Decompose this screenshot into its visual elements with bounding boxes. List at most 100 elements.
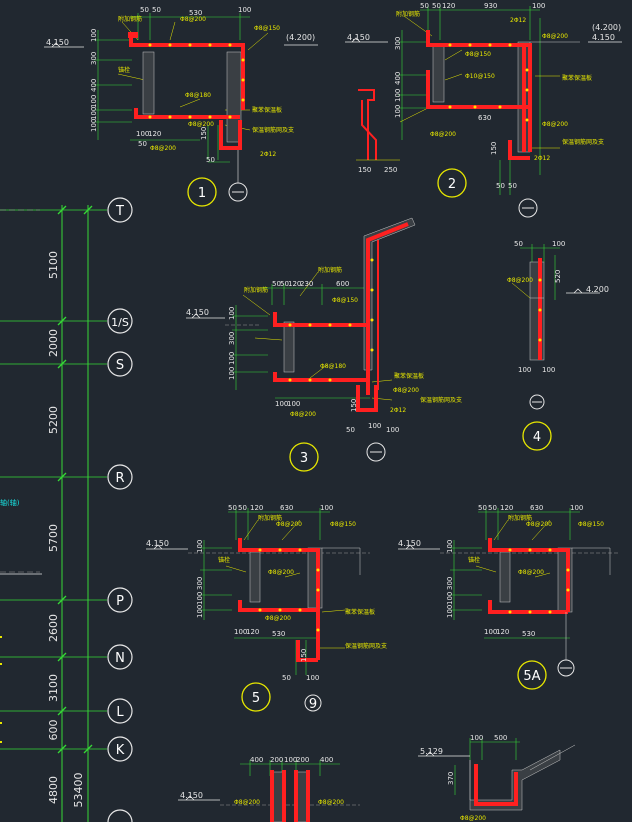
svg-text:100: 100 (90, 107, 98, 120)
svg-text:4.150: 4.150 (398, 539, 421, 548)
spacing-3: 5200 (47, 406, 60, 434)
svg-text:400: 400 (320, 756, 333, 764)
svg-text:370: 370 (447, 772, 455, 785)
svg-text:100: 100 (386, 426, 399, 434)
svg-text:230: 230 (300, 280, 313, 288)
svg-text:530: 530 (272, 630, 285, 638)
axis-bubble-n (107, 644, 133, 670)
axis-bubble-l (107, 698, 133, 724)
svg-text:120: 120 (288, 280, 301, 288)
svg-text:120: 120 (246, 628, 259, 636)
svg-text:100: 100 (446, 592, 454, 605)
svg-text:300: 300 (90, 52, 98, 65)
svg-text:聚苯保温板: 聚苯保温板 (562, 74, 592, 82)
svg-text:100: 100 (228, 352, 236, 365)
svg-text:100: 100 (228, 307, 236, 320)
svg-text:Φ8@200: Φ8@200 (268, 569, 294, 576)
section-3: 4.150 50 50 120 230 600 100 300 100 100 (186, 217, 462, 472)
section-bubble-5a (517, 660, 547, 690)
spacing-7: 600 (47, 720, 60, 741)
svg-text:100: 100 (532, 2, 545, 10)
svg-text:500: 500 (494, 734, 507, 742)
svg-text:4.150: 4.150 (592, 33, 615, 42)
svg-text:100: 100 (470, 734, 483, 742)
svg-text:50: 50 (138, 140, 147, 148)
svg-text:保温钢筋网及支: 保温钢筋网及支 (562, 138, 604, 146)
section-5a: 4.150 50 50 120 630 100 100 300 100 100 … (398, 504, 620, 690)
svg-text:Φ8@150: Φ8@150 (330, 521, 356, 528)
svg-text:附加钢筋: 附加钢筋 (508, 514, 532, 522)
svg-text:Φ8@200: Φ8@200 (276, 521, 302, 528)
svg-text:聚苯保温板: 聚苯保温板 (394, 372, 424, 380)
svg-text:50: 50 (206, 156, 215, 164)
svg-text:附加钢筋: 附加钢筋 (396, 10, 420, 18)
svg-text:4.150: 4.150 (186, 308, 209, 317)
svg-text:100: 100 (196, 592, 204, 605)
axis-label-s: S (116, 358, 124, 373)
svg-text:100: 100 (394, 105, 402, 118)
svg-text:100: 100 (238, 6, 251, 14)
svg-text:200: 200 (296, 756, 309, 764)
svg-text:300: 300 (196, 577, 204, 590)
svg-text:100: 100 (446, 540, 454, 553)
svg-text:锚栓: 锚栓 (118, 66, 130, 74)
section-bubble-3 (289, 442, 319, 472)
axis-bubble-s (107, 351, 133, 377)
svg-text:Φ8@200: Φ8@200 (542, 121, 568, 128)
section-6: 5.129 100 500 370 Φ8@200 (418, 734, 576, 822)
svg-text:Φ8@180: Φ8@180 (320, 363, 346, 370)
section-4: 4.200 50 100 520 100 100 Φ8@200 4 (507, 240, 609, 451)
section-1: 4.150 (4.200) 50 50 530 100 100 300 400 (44, 6, 318, 207)
svg-text:50: 50 (152, 6, 161, 14)
section-2: 4.150 (4.200) 4.150 50 50 120 930 100 30… (345, 2, 622, 218)
svg-text:Φ8@200: Φ8@200 (265, 615, 291, 622)
axis-bubble-1s (107, 308, 133, 334)
svg-text:50: 50 (228, 504, 237, 512)
section-bubble-1 (187, 177, 217, 207)
svg-text:100: 100 (306, 674, 319, 682)
svg-text:520: 520 (554, 270, 562, 283)
svg-text:530: 530 (189, 9, 202, 17)
section-5: 4.150 50 50 120 630 100 100 300 100 100 … (146, 504, 387, 712)
spacing-4: 5700 (47, 524, 60, 552)
svg-text:Φ8@150: Φ8@150 (332, 297, 358, 304)
svg-text:100: 100 (552, 240, 565, 248)
axis-label-n: N (115, 651, 125, 666)
svg-text:100: 100 (518, 366, 531, 374)
axis-label-k: K (116, 743, 125, 758)
svg-text:400: 400 (394, 72, 402, 85)
svg-text:120: 120 (442, 2, 455, 10)
svg-text:50: 50 (280, 280, 289, 288)
svg-text:600: 600 (336, 280, 349, 288)
svg-text:100: 100 (368, 422, 381, 430)
svg-text:50: 50 (496, 182, 505, 190)
svg-text:聚苯保温板: 聚苯保温板 (252, 106, 282, 114)
svg-text:Φ8@180: Φ8@180 (185, 92, 211, 99)
svg-text:630: 630 (280, 504, 293, 512)
svg-text:2Φ12: 2Φ12 (510, 17, 526, 24)
axis-grid: 5100 2000 5200 5700 2600 3100 600 4800 5… (0, 197, 133, 822)
s1-level-paren: (4.200) (286, 33, 315, 42)
svg-text:630: 630 (530, 504, 543, 512)
svg-text:Φ8@200: Φ8@200 (393, 387, 419, 394)
svg-text:Φ8@200: Φ8@200 (180, 16, 206, 23)
svg-text:100: 100 (90, 119, 98, 132)
axis-label-l: L (116, 705, 124, 720)
svg-text:250: 250 (384, 166, 397, 174)
svg-text:100: 100 (228, 367, 236, 380)
svg-text:150: 150 (358, 166, 371, 174)
axis-bubble-r (107, 464, 133, 490)
svg-text:50: 50 (432, 2, 441, 10)
svg-text:120: 120 (500, 504, 513, 512)
svg-text:100: 100 (284, 756, 297, 764)
svg-text:100: 100 (90, 29, 98, 42)
svg-text:附加钢筋: 附加钢筋 (118, 15, 142, 23)
svg-text:4: 4 (533, 430, 541, 445)
svg-text:锚栓: 锚栓 (468, 556, 480, 564)
svg-text:4.150: 4.150 (146, 539, 169, 548)
svg-text:100: 100 (394, 89, 402, 102)
svg-text:150: 150 (300, 649, 308, 662)
svg-text:100: 100 (320, 504, 333, 512)
svg-text:300: 300 (446, 577, 454, 590)
